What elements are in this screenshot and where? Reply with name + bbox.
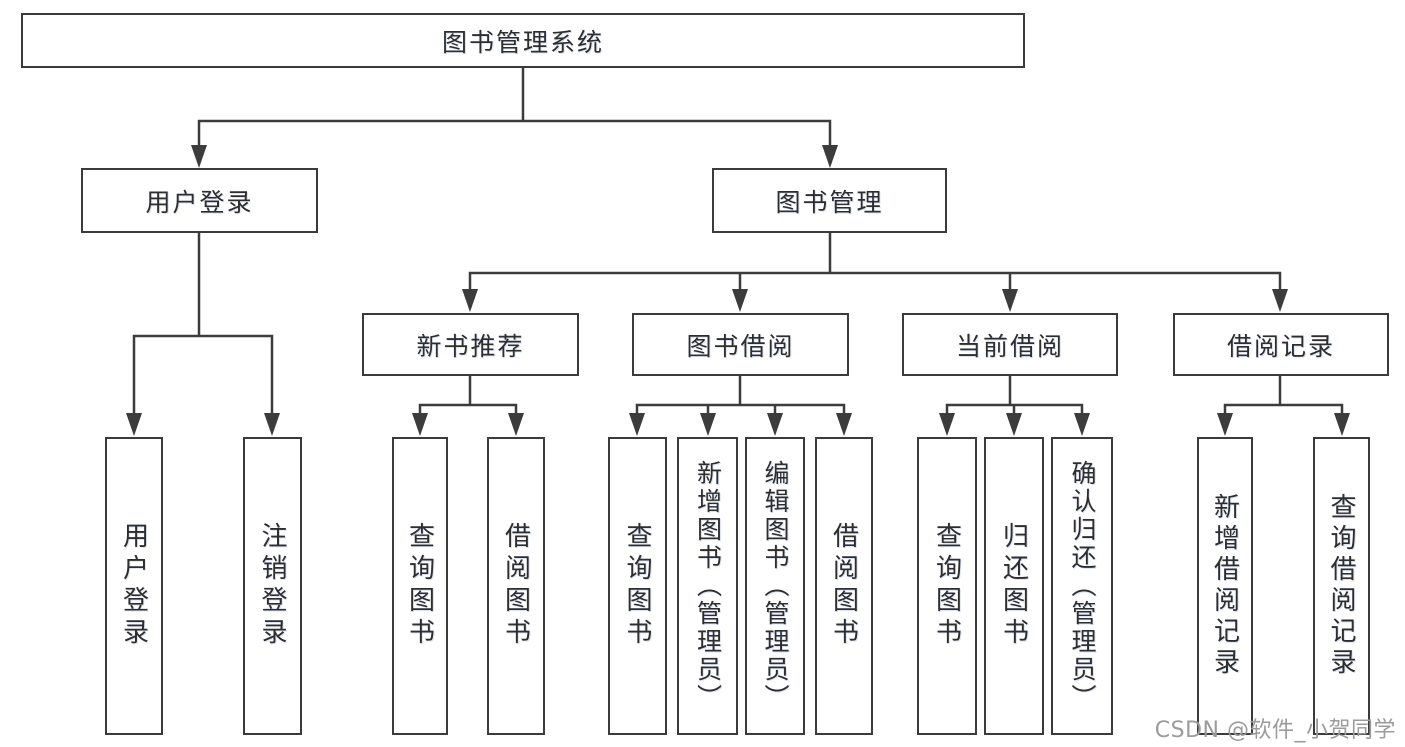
node-label: 用户登录 bbox=[145, 187, 254, 217]
connector-path bbox=[132, 67, 1344, 415]
arrow-down-icon bbox=[700, 413, 716, 436]
leaf-current-return-books: 归还图书 bbox=[984, 437, 1044, 735]
node-label: 归还图书 bbox=[998, 522, 1029, 650]
arrow-down-icon bbox=[767, 413, 783, 436]
node-new-book-recommendation: 新书推荐 bbox=[362, 313, 579, 376]
leaf-borrowing-edit-books-admin: 编辑图书（管理员） bbox=[745, 437, 805, 735]
arrow-down-icon bbox=[939, 413, 955, 436]
arrow-down-icon bbox=[1217, 413, 1233, 436]
arrow-down-icon bbox=[1272, 289, 1288, 312]
node-book-management: 图书管理 bbox=[712, 168, 947, 233]
node-label: 借阅图书 bbox=[500, 522, 531, 650]
leaf-records-query-record: 查询借阅记录 bbox=[1313, 437, 1370, 735]
leaf-current-query-books: 查询图书 bbox=[917, 437, 977, 735]
node-label: 新书推荐 bbox=[416, 331, 525, 361]
node-label: 借阅图书 bbox=[828, 522, 859, 650]
leaf-user-login: 用户登录 bbox=[105, 437, 163, 735]
leaf-records-add-record: 新增借阅记录 bbox=[1197, 437, 1253, 735]
arrow-down-icon bbox=[629, 413, 645, 436]
node-user-login: 用户登录 bbox=[81, 168, 318, 233]
arrow-down-icon bbox=[1334, 413, 1350, 436]
node-label: 用户登录 bbox=[118, 522, 149, 650]
node-label: 编辑图书（管理员） bbox=[761, 460, 790, 712]
leaf-current-confirm-return-admin: 确认归还（管理员） bbox=[1051, 437, 1113, 735]
leaf-borrowing-query-books: 查询图书 bbox=[608, 437, 667, 735]
leaf-borrowing-add-books-admin: 新增图书（管理员） bbox=[677, 437, 738, 735]
node-label: 当前借阅 bbox=[955, 331, 1064, 361]
node-label: 图书管理系统 bbox=[441, 27, 604, 57]
arrow-down-icon bbox=[822, 145, 838, 168]
arrow-down-icon bbox=[732, 289, 748, 312]
arrow-down-icon bbox=[191, 145, 207, 168]
node-library-management-system: 图书管理系统 bbox=[21, 13, 1025, 68]
node-current-borrowing: 当前借阅 bbox=[902, 313, 1118, 376]
node-label: 新增借阅记录 bbox=[1209, 493, 1240, 679]
arrow-down-icons bbox=[126, 145, 1350, 436]
leaf-borrowing-borrow-books: 借阅图书 bbox=[815, 437, 873, 735]
arrow-down-icon bbox=[836, 413, 852, 436]
node-label: 查询图书 bbox=[404, 522, 435, 650]
leaf-logout: 注销登录 bbox=[243, 437, 302, 735]
arrow-down-icon bbox=[264, 413, 280, 436]
node-label: 图书管理 bbox=[775, 187, 884, 217]
arrow-down-icon bbox=[412, 413, 428, 436]
node-label: 借阅记录 bbox=[1226, 331, 1335, 361]
node-label: 注销登录 bbox=[257, 522, 287, 650]
node-label: 新增图书（管理员） bbox=[693, 460, 723, 712]
leaf-recommend-query-books: 查询图书 bbox=[392, 437, 448, 735]
arrow-down-icon bbox=[462, 289, 478, 312]
arrow-down-icon bbox=[1002, 289, 1018, 312]
node-label: 查询图书 bbox=[931, 522, 962, 650]
node-borrowing-records: 借阅记录 bbox=[1173, 313, 1389, 376]
arrow-down-icon bbox=[508, 413, 524, 436]
node-label: 图书借阅 bbox=[686, 331, 795, 361]
node-label: 查询图书 bbox=[622, 522, 652, 650]
arrow-down-icon bbox=[1074, 413, 1090, 436]
node-label: 查询借阅记录 bbox=[1326, 493, 1356, 679]
node-book-borrowing: 图书借阅 bbox=[632, 313, 849, 376]
csdn-watermark: CSDN @软件_小贺同学 bbox=[1154, 718, 1396, 743]
arrow-down-icon bbox=[1006, 413, 1022, 436]
leaf-recommend-borrow-books: 借阅图书 bbox=[487, 437, 545, 735]
arrow-down-icon bbox=[126, 413, 142, 436]
node-label: 确认归还（管理员） bbox=[1068, 460, 1097, 712]
